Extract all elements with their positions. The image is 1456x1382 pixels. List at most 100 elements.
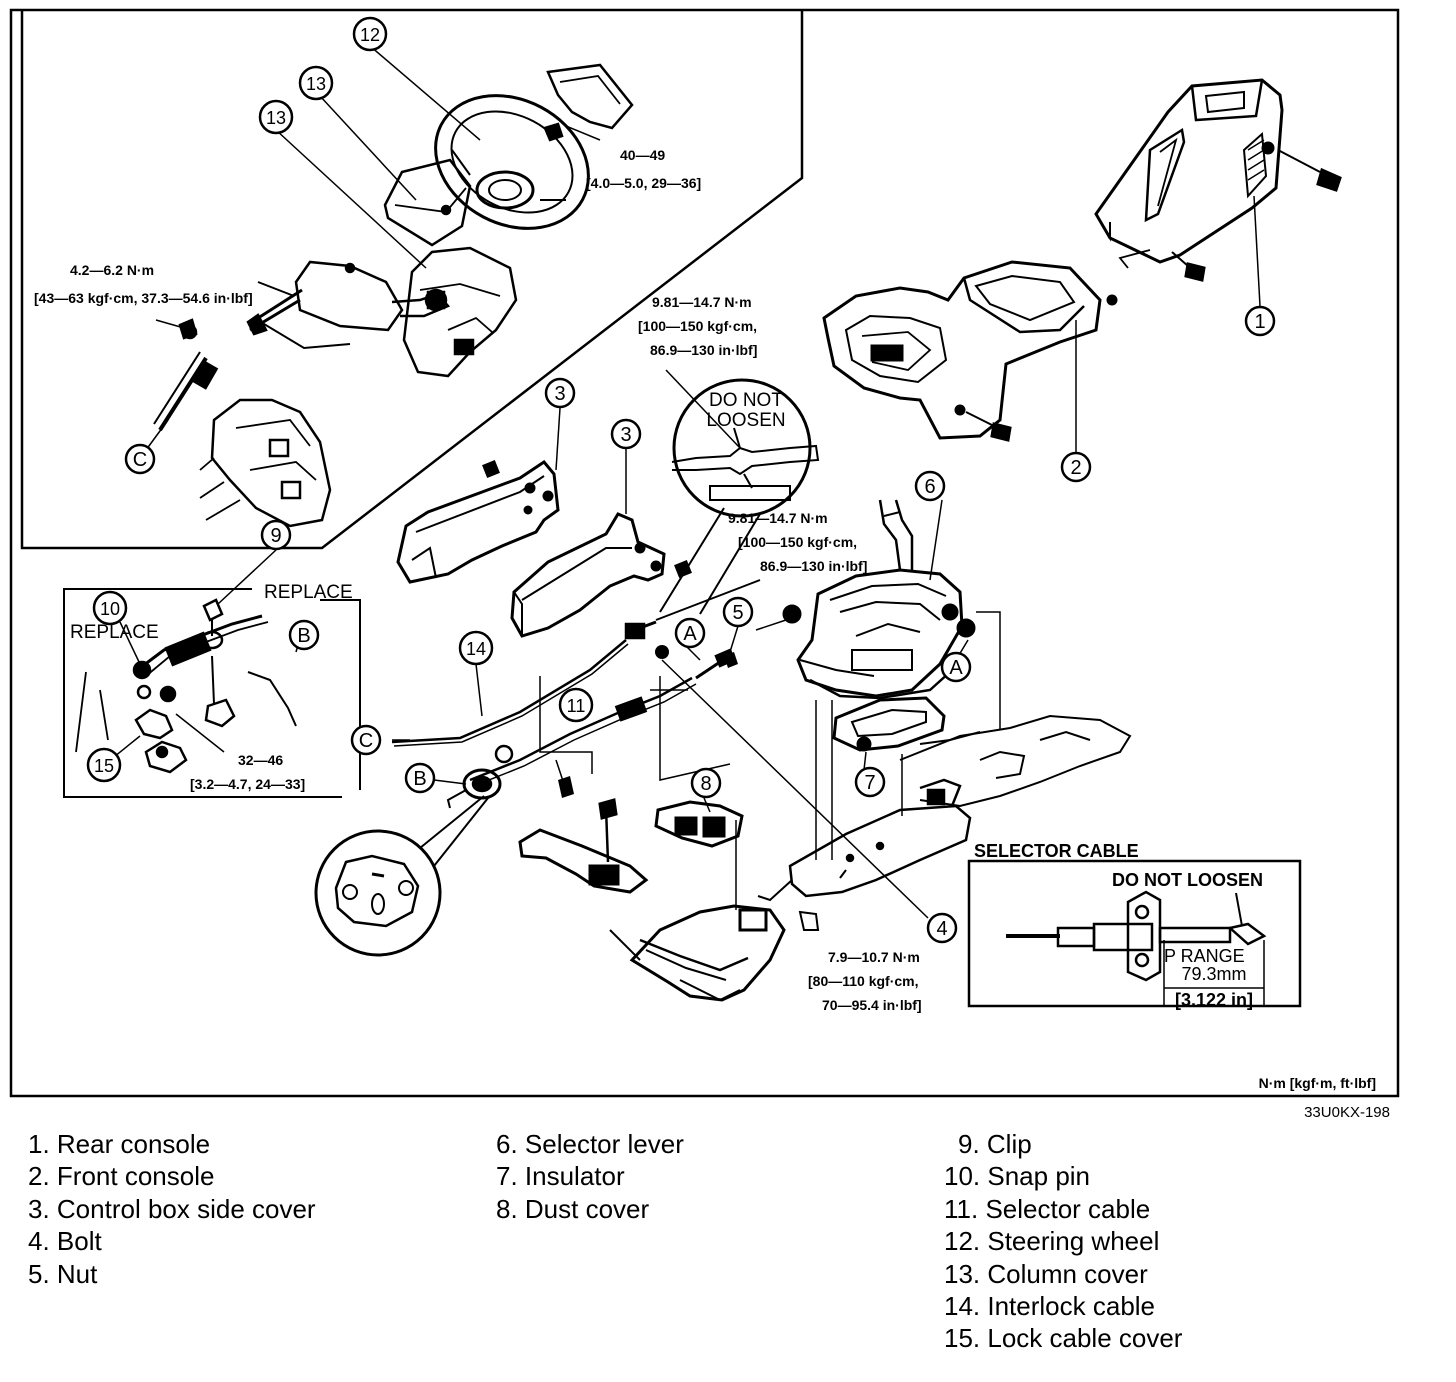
torque-steering-nut-l2: [4.0—5.0, 29—36] [586, 175, 701, 191]
leader-bolt-4 [661, 659, 929, 919]
callout-13b-label: 13 [266, 108, 286, 128]
leader-lines [103, 45, 1261, 813]
legend-item: 15. Lock cable cover [944, 1323, 1183, 1354]
selector-cable-detail-art [1006, 890, 1267, 1006]
callout-13a [298, 65, 334, 101]
connector-c-inset [124, 443, 156, 475]
units-note: N·m [kgf·m, ft·lbf] [1259, 1075, 1376, 1091]
legend-item: 5. Nut [28, 1258, 98, 1289]
rear-console-art [1094, 78, 1342, 282]
callout-7-label: 7 [864, 772, 875, 794]
control-box-side-cover-right-art [510, 512, 692, 638]
legend-item: 14. Interlock cable [944, 1291, 1156, 1322]
connector-c-cable [350, 724, 382, 756]
callout-10 [92, 590, 128, 626]
front-console-art [822, 260, 1118, 442]
callout-8-label: 8 [700, 773, 711, 795]
lower-bracket-art [518, 798, 649, 894]
callout-7 [854, 766, 886, 798]
legend-item: 4. Bolt [28, 1226, 102, 1257]
floor-panel-art [757, 714, 1132, 902]
connector-b-inset [288, 619, 320, 651]
connector-a-right [940, 651, 972, 683]
control-box-side-cover-left-art [396, 460, 560, 584]
harness-art [609, 904, 820, 1002]
diagram-frame [9, 8, 1400, 1098]
callout-6 [914, 470, 946, 502]
legend-item: 7. Insulator [496, 1161, 625, 1192]
torque-snap-pin-l1: 32—46 [238, 752, 283, 768]
callout-9 [260, 519, 292, 551]
legend-item: 3. Control box side cover [28, 1193, 316, 1224]
legend-item: 11. Selector cable [944, 1193, 1151, 1224]
selector-cable-do-not-loosen: DO NOT LOOSEN [1112, 870, 1263, 890]
interlock-cable-art [391, 579, 761, 747]
torque-snap-pin-l2: [3.2—4.7, 24—33] [190, 776, 305, 792]
callout-6-label: 6 [924, 476, 935, 498]
legend-item: 9. Clip [958, 1129, 1032, 1159]
replace-10-note: REPLACE [70, 622, 159, 643]
legend-item: 10. Snap pin [944, 1161, 1091, 1192]
callout-1 [1244, 305, 1276, 337]
callout-1-label: 1 [1254, 311, 1265, 333]
callout-4 [926, 912, 958, 944]
callout-14-label: 14 [466, 639, 486, 659]
grommet-detail-art [314, 795, 489, 957]
connector-c-cable-label: C [359, 730, 373, 752]
torque-column-bolt-l1: 4.2—6.2 N·m [70, 262, 154, 278]
callout-3b [610, 418, 642, 450]
replace-9-note: REPLACE [264, 582, 353, 603]
legend-column-1: 1. Rear console 2. Front console 3. Cont… [28, 1128, 316, 1290]
figure-id: 33U0KX-198 [1304, 1104, 1390, 1120]
callout-3a-label: 3 [554, 383, 565, 405]
steering-wheel-art [434, 94, 590, 230]
selector-lever-art [755, 499, 1001, 730]
torque-cable-nut-lower-l2: [100—150 kgf·cm, [738, 534, 857, 550]
column-bolt-art [153, 318, 219, 432]
callout-2 [1060, 451, 1092, 483]
legend-item: 12. Steering wheel [944, 1226, 1160, 1257]
callout-15 [86, 747, 122, 783]
dust-cover-art [654, 800, 744, 848]
connector-a-right-label: A [949, 657, 963, 679]
steering-inset-boundary [20, 10, 804, 550]
connector-a-top [674, 617, 706, 649]
do-not-loosen-l2: LOOSEN [706, 410, 785, 431]
do-not-loosen-detail-art [659, 378, 820, 615]
torque-bolt4-l2: [80—110 kgf·cm, [808, 973, 919, 989]
callout-13b [258, 99, 294, 135]
connector-b-cable [404, 762, 436, 794]
legend-column-2: 6. Selector lever 7. Insulator 8. Dust c… [496, 1128, 684, 1225]
torque-bolt4-l3: 70—95.4 in·lbf] [822, 997, 922, 1013]
callout-12-label: 12 [360, 25, 380, 45]
nut5-art [724, 652, 738, 668]
callout-10-label: 10 [100, 599, 120, 619]
torque-cable-nut-lower-l1: 9.81—14.7 N·m [728, 510, 828, 526]
snap-pin-detail-art [75, 598, 297, 774]
callout-3b-label: 3 [620, 424, 631, 446]
connector-c-inset-label: C [133, 449, 147, 471]
torque-cable-nut-lower-l3: 86.9—130 in·lbf] [760, 558, 867, 574]
selector-cable-mm: 79.3mm [1181, 964, 1246, 984]
callout-15-label: 15 [94, 756, 114, 776]
do-not-loosen-l1: DO NOT [709, 390, 783, 411]
selector-cable-heading: SELECTOR CABLE [974, 841, 1139, 861]
leader-upper-nut [665, 369, 741, 449]
callout-14 [458, 630, 494, 666]
callout-8 [690, 767, 722, 799]
callout-3a [544, 377, 576, 409]
callout-5-label: 5 [732, 602, 743, 624]
bolt-a-art [655, 645, 669, 659]
legend-item: 1. Rear console [28, 1129, 211, 1159]
selector-cable-inch: [3.122 in] [1175, 990, 1253, 1010]
snap-pin-inset-frame [63, 588, 342, 798]
callout-9-label: 9 [270, 525, 281, 547]
insulator-art [832, 696, 946, 752]
torque-bolt4-l1: 7.9—10.7 N·m [828, 949, 920, 965]
selector-cable-p-range: P RANGE [1164, 946, 1245, 966]
legend-column-3: 9. Clip 10. Snap pin 11. Selector cable … [944, 1128, 1182, 1355]
snap-pin-inset-frame-right [320, 599, 361, 790]
column-housing-art [199, 398, 332, 528]
connector-b-inset-label: B [297, 625, 310, 647]
callout-12 [352, 16, 388, 52]
